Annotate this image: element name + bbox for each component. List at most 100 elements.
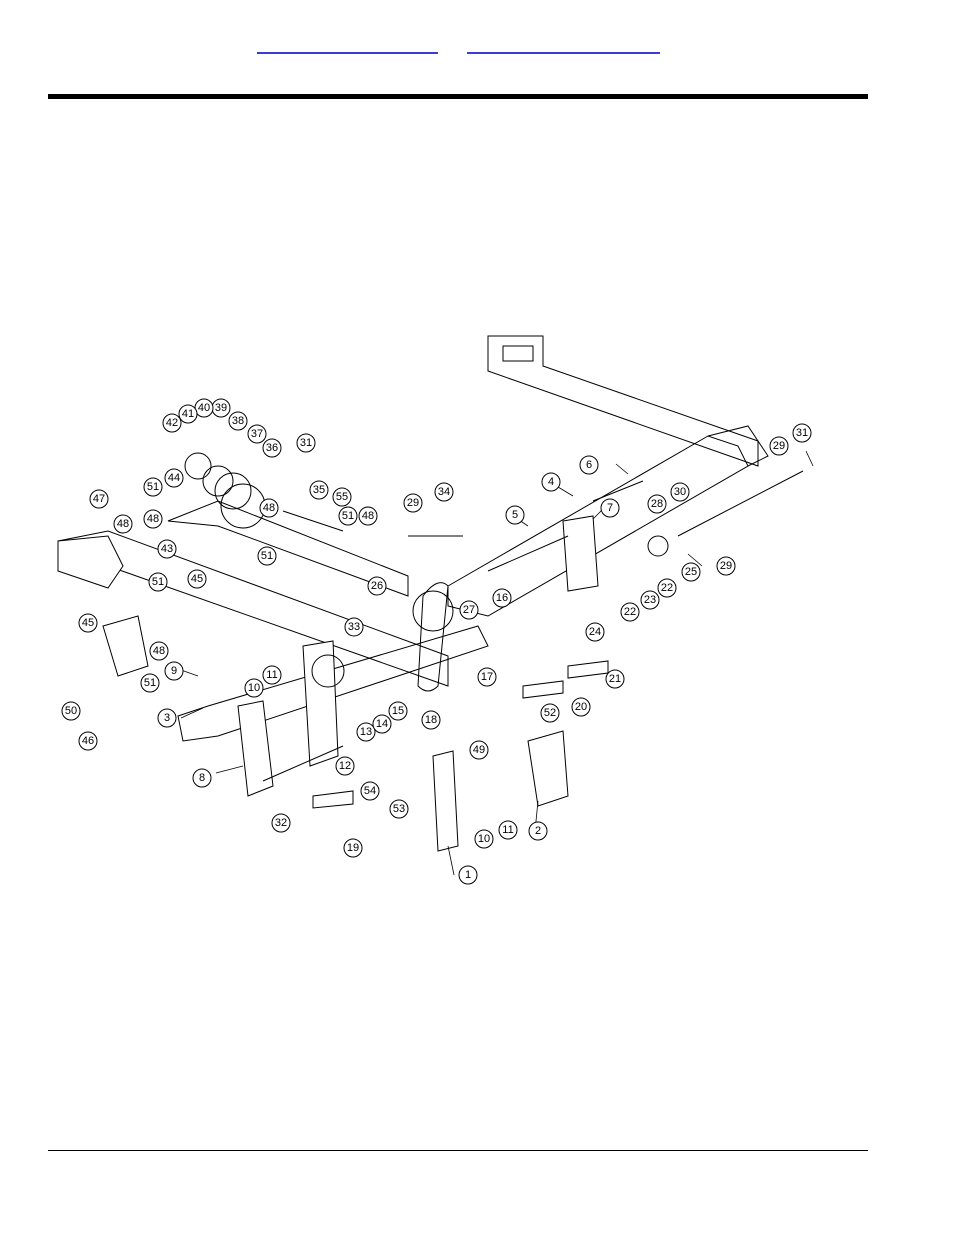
callout-8: 8 xyxy=(192,768,212,788)
svg-text:10: 10 xyxy=(478,833,490,845)
svg-text:48: 48 xyxy=(117,518,129,530)
svg-text:51: 51 xyxy=(342,510,354,522)
callout-27: 27 xyxy=(459,600,479,620)
callout-16: 16 xyxy=(492,588,512,608)
callout-54: 54 xyxy=(360,781,380,801)
svg-text:48: 48 xyxy=(153,645,165,657)
svg-text:34: 34 xyxy=(438,486,450,498)
svg-text:46: 46 xyxy=(82,735,94,747)
svg-text:11: 11 xyxy=(266,669,277,681)
svg-text:22: 22 xyxy=(624,606,636,618)
callout-10b: 10 xyxy=(474,829,494,849)
svg-text:27: 27 xyxy=(463,604,475,616)
callout-35: 35 xyxy=(309,480,329,500)
svg-text:29: 29 xyxy=(720,560,732,572)
svg-text:51: 51 xyxy=(261,550,273,562)
svg-text:5: 5 xyxy=(512,509,518,521)
callout-43: 43 xyxy=(157,539,177,559)
callout-51d: 51 xyxy=(338,506,358,526)
svg-text:29: 29 xyxy=(407,497,419,509)
svg-text:1: 1 xyxy=(465,869,471,881)
frame-drawing xyxy=(57,335,804,852)
svg-text:42: 42 xyxy=(166,417,178,429)
callout-26: 26 xyxy=(367,576,387,596)
svg-text:18: 18 xyxy=(425,714,437,726)
callout-45a: 45 xyxy=(78,613,98,633)
svg-text:35: 35 xyxy=(313,484,325,496)
callout-19: 19 xyxy=(343,838,363,858)
svg-text:39: 39 xyxy=(215,402,227,414)
callout-31b: 31 xyxy=(792,423,812,443)
footer-rule xyxy=(48,1150,868,1151)
callout-10a: 10 xyxy=(244,678,264,698)
svg-text:4: 4 xyxy=(548,476,554,488)
callout-45b: 45 xyxy=(187,569,207,589)
svg-text:15: 15 xyxy=(392,705,404,717)
callout-6: 6 xyxy=(579,455,599,475)
svg-text:17: 17 xyxy=(481,671,493,683)
callout-12: 12 xyxy=(335,756,355,776)
svg-text:12: 12 xyxy=(339,760,351,772)
callout-28: 28 xyxy=(647,494,667,514)
svg-text:51: 51 xyxy=(152,576,164,588)
callout-3: 3 xyxy=(157,708,177,728)
svg-text:36: 36 xyxy=(266,442,278,454)
callout-7: 7 xyxy=(600,498,620,518)
callout-51e: 51 xyxy=(140,673,160,693)
svg-text:20: 20 xyxy=(575,701,587,713)
callout-30: 30 xyxy=(670,482,690,502)
svg-text:30: 30 xyxy=(674,486,686,498)
callout-48d: 48 xyxy=(358,506,378,526)
svg-text:53: 53 xyxy=(393,803,405,815)
svg-text:48: 48 xyxy=(362,510,374,522)
svg-text:45: 45 xyxy=(82,617,94,629)
callout-53: 53 xyxy=(389,799,409,819)
callout-48b: 48 xyxy=(143,509,163,529)
svg-text:31: 31 xyxy=(796,427,808,439)
svg-text:33: 33 xyxy=(348,621,360,633)
svg-text:28: 28 xyxy=(651,498,663,510)
svg-text:6: 6 xyxy=(586,459,592,471)
callout-34: 34 xyxy=(434,482,454,502)
callout-38: 38 xyxy=(228,411,248,431)
header-link-1[interactable] xyxy=(257,52,438,54)
callout-47: 47 xyxy=(89,489,109,509)
svg-text:21: 21 xyxy=(609,673,621,685)
callout-13: 13 xyxy=(356,722,376,742)
callout-24: 24 xyxy=(585,622,605,642)
callout-20: 20 xyxy=(571,697,591,717)
callout-51a: 51 xyxy=(143,477,163,497)
callout-29c: 29 xyxy=(769,436,789,456)
callout-18: 18 xyxy=(421,710,441,730)
svg-text:52: 52 xyxy=(544,707,556,719)
callout-4: 4 xyxy=(541,472,561,492)
callout-15: 15 xyxy=(388,701,408,721)
callout-11b: 11 xyxy=(498,820,518,840)
svg-text:51: 51 xyxy=(147,481,159,493)
svg-text:19: 19 xyxy=(347,842,359,854)
callout-1: 1 xyxy=(458,865,478,885)
callout-39: 39 xyxy=(211,398,231,418)
svg-text:55: 55 xyxy=(336,491,348,503)
svg-text:32: 32 xyxy=(275,817,287,829)
callout-42: 42 xyxy=(162,413,182,433)
svg-text:24: 24 xyxy=(589,626,601,638)
svg-text:38: 38 xyxy=(232,415,244,427)
callout-50: 50 xyxy=(61,701,81,721)
svg-text:48: 48 xyxy=(263,502,275,514)
header-link-2[interactable] xyxy=(467,52,660,54)
callout-48a: 48 xyxy=(113,514,133,534)
svg-text:47: 47 xyxy=(93,493,105,505)
svg-text:23: 23 xyxy=(644,594,656,606)
callout-14: 14 xyxy=(372,714,392,734)
callout-17: 17 xyxy=(477,667,497,687)
callout-2: 2 xyxy=(528,821,548,841)
callout-36: 36 xyxy=(262,438,282,458)
callout-46: 46 xyxy=(78,731,98,751)
svg-text:10: 10 xyxy=(248,682,260,694)
callout-31a: 31 xyxy=(296,433,316,453)
parts-exploded-diagram: 1 2 3 4 5 6 7 8 9 10 10 11 11 12 13 14 1… xyxy=(57,335,814,885)
header-rule xyxy=(48,94,868,99)
callout-29a: 29 xyxy=(403,493,423,513)
callout-55: 55 xyxy=(332,487,352,507)
